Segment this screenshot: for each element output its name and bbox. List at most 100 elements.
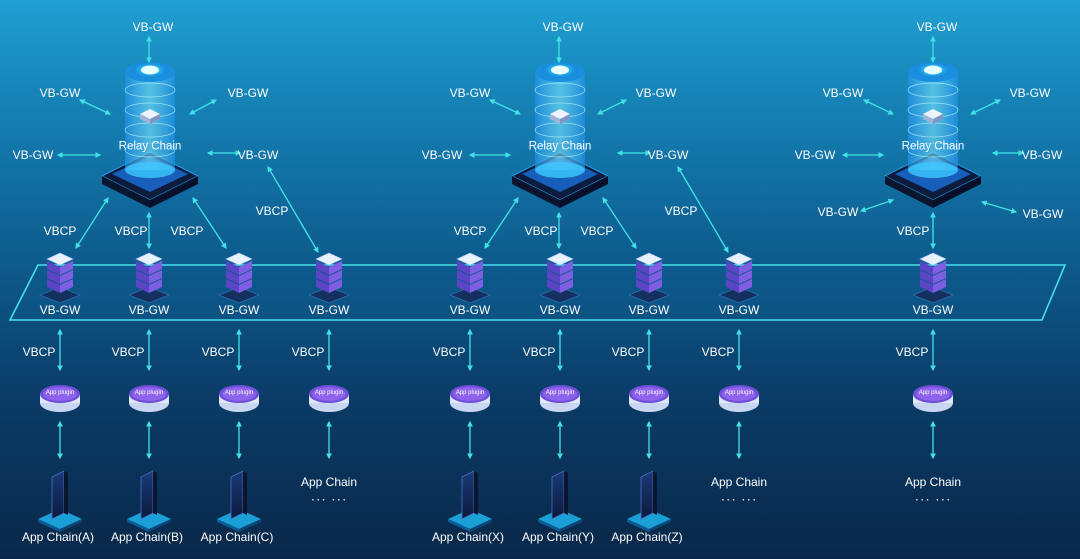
- gateway-network-band: [8, 264, 1067, 321]
- more-chains-ellipsis: ··· ···: [720, 491, 758, 507]
- gateway-label: VB-GW: [308, 303, 350, 317]
- app-chain-device-icon: [127, 470, 171, 532]
- gateway-label: VB-GW: [628, 303, 670, 317]
- app-chain-device-icon: [38, 470, 82, 532]
- relay-vb-gw-label: VB-GW: [1022, 207, 1064, 221]
- gateway-label: VB-GW: [128, 303, 170, 317]
- relay-vb-gw-label: VB-GW: [227, 86, 269, 100]
- app-plugin-icon: [219, 385, 259, 412]
- plugin-vbcp-label: VBCP: [611, 345, 645, 359]
- gateway-label: VB-GW: [39, 303, 81, 317]
- gateway-label: VB-GW: [218, 303, 260, 317]
- plugin-vbcp-label: VBCP: [111, 345, 145, 359]
- plugin-vbcp-label: VBCP: [432, 345, 466, 359]
- app-plugin-icon: [129, 385, 169, 412]
- relay-gateway-link: [862, 99, 895, 115]
- app-plugin-icon: [629, 385, 669, 412]
- app-plugin-icon: [309, 385, 349, 412]
- relay-gateway-link: [980, 200, 1018, 214]
- relay-vbcp-label: VBCP: [43, 224, 77, 238]
- app-chain-label: App Chain(X): [431, 530, 505, 544]
- app-chain-label: App Chain(Z): [611, 530, 683, 544]
- app-plugin-label: App plugin: [455, 390, 485, 396]
- gateway-server-icon: [538, 252, 582, 304]
- gateway-server-icon: [448, 252, 492, 304]
- app-chain-device-icon: [217, 470, 261, 532]
- gateway-server-icon: [627, 252, 671, 304]
- relay-vb-gw-label: VB-GW: [1009, 86, 1051, 100]
- gateway-server-icon: [127, 252, 171, 304]
- relay-vbcp-link: [602, 197, 637, 249]
- relay-vbcp-link: [192, 197, 227, 249]
- relay-vb-gw-label: VB-GW: [237, 148, 279, 162]
- relay-vb-gw-label: VB-GW: [817, 205, 859, 219]
- relay-vb-gw-label: VB-GW: [421, 148, 463, 162]
- relay-vb-gw-label: VB-GW: [794, 148, 836, 162]
- app-chain-label: App Chain(C): [200, 530, 274, 544]
- relay-vb-gw-label: VB-GW: [39, 86, 81, 100]
- relay-gateway-link: [859, 198, 895, 213]
- plugin-vbcp-label: VBCP: [201, 345, 235, 359]
- relay-vb-gw-label: VB-GW: [635, 86, 677, 100]
- relay-vb-gw-label: VB-GW: [449, 86, 491, 100]
- relay-vb-gw-label: VB-GW: [822, 86, 864, 100]
- relay-vbcp-label: VBCP: [453, 224, 487, 238]
- app-plugin-label: App plugin: [724, 390, 754, 396]
- more-chains-ellipsis: ··· ···: [914, 491, 952, 507]
- plugin-vbcp-label: VBCP: [895, 345, 929, 359]
- app-plugin-icon: [450, 385, 490, 412]
- gateway-label: VB-GW: [912, 303, 954, 317]
- app-plugin-label: App plugin: [918, 390, 948, 396]
- app-chain-device-icon: [627, 470, 671, 532]
- relay-chain-label: Relay Chain: [528, 140, 592, 153]
- relay-vb-gw-label: VB-GW: [132, 20, 174, 34]
- relay-vbcp-label: VBCP: [255, 204, 289, 218]
- app-plugin-icon: [913, 385, 953, 412]
- relay-chain-label: Relay Chain: [118, 140, 182, 153]
- gateway-server-icon: [911, 252, 955, 304]
- relay-vb-gw-label: VB-GW: [916, 20, 958, 34]
- gateway-label: VB-GW: [449, 303, 491, 317]
- app-plugin-label: App plugin: [134, 390, 164, 396]
- relay-chain-node-icon: [100, 61, 200, 208]
- app-plugin-label: App plugin: [45, 390, 75, 396]
- app-chain-label: App Chain: [300, 475, 358, 489]
- relay-vbcp-link: [267, 165, 319, 254]
- relay-gateway-link: [488, 99, 522, 115]
- relay-gateway-link: [969, 99, 1002, 115]
- plugin-vbcp-label: VBCP: [291, 345, 325, 359]
- gateway-server-icon: [217, 252, 261, 304]
- app-plugin-label: App plugin: [545, 390, 575, 396]
- app-plugin-label: App plugin: [224, 390, 254, 396]
- more-chains-ellipsis: ··· ···: [310, 491, 348, 507]
- relay-chain-node-icon: [510, 61, 610, 208]
- relay-vb-gw-label: VB-GW: [12, 148, 54, 162]
- gateway-label: VB-GW: [718, 303, 760, 317]
- plugin-vbcp-label: VBCP: [701, 345, 735, 359]
- app-chain-label: App Chain: [904, 475, 962, 489]
- app-plugin-label: App plugin: [634, 390, 664, 396]
- relay-vbcp-label: VBCP: [896, 224, 930, 238]
- app-plugin-icon: [719, 385, 759, 412]
- app-plugin-icon: [540, 385, 580, 412]
- relay-vbcp-label: VBCP: [664, 204, 698, 218]
- gateway-label: VB-GW: [539, 303, 581, 317]
- gateway-server-icon: [717, 252, 761, 304]
- relay-gateway-link: [78, 99, 112, 115]
- app-chain-label: App Chain: [710, 475, 768, 489]
- relay-gateway-link: [596, 99, 628, 115]
- plugin-vbcp-label: VBCP: [522, 345, 556, 359]
- relay-vb-gw-label: VB-GW: [1021, 148, 1063, 162]
- app-plugin-icon: [40, 385, 80, 412]
- relay-vbcp-link: [677, 165, 729, 254]
- relay-vbcp-label: VBCP: [170, 224, 204, 238]
- app-chain-label: App Chain(B): [110, 530, 184, 544]
- app-chain-label: App Chain(A): [21, 530, 95, 544]
- app-chain-label: App Chain(Y): [521, 530, 595, 544]
- relay-vbcp-link: [75, 197, 109, 249]
- gateway-server-icon: [38, 252, 82, 304]
- relay-vbcp-link: [484, 197, 519, 249]
- relay-vbcp-label: VBCP: [580, 224, 614, 238]
- app-plugin-label: App plugin: [314, 390, 344, 396]
